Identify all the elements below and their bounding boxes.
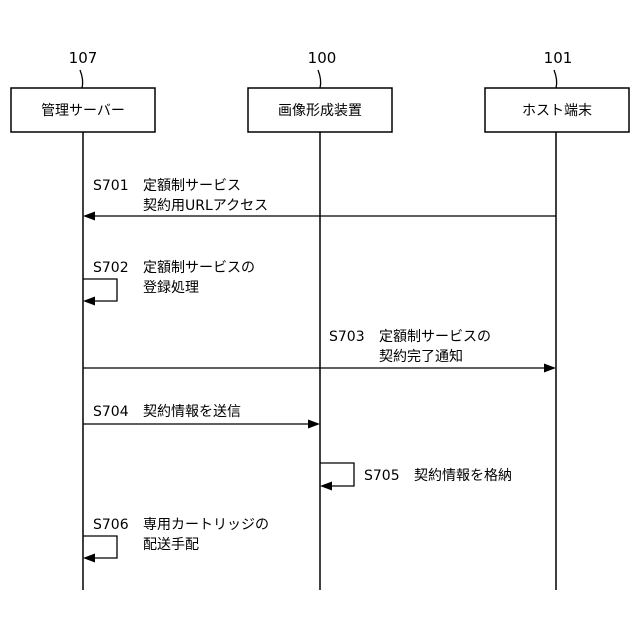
arrowhead-s701 — [83, 212, 95, 221]
step-id-s706: S706 — [93, 517, 129, 533]
participant-ref-101: 101 — [544, 49, 573, 67]
arrowhead-s706 — [83, 554, 95, 563]
participant-label-image-forming-apparatus: 画像形成装置 — [278, 103, 362, 119]
arrowhead-s702 — [83, 297, 95, 306]
step-id-s702: S702 — [93, 260, 129, 276]
self-arrow-s706 — [83, 536, 117, 558]
arrowhead-s703 — [544, 364, 556, 373]
step-text-s701-line2: 契約用URLアクセス — [143, 198, 268, 214]
participant-label-management-server: 管理サーバー — [41, 103, 125, 119]
participant-ref-107: 107 — [69, 49, 98, 67]
step-text-s705-line1: 契約情報を格納 — [414, 468, 512, 484]
step-text-s704-line1: 契約情報を送信 — [143, 404, 241, 420]
participant-ref-100: 100 — [308, 49, 337, 67]
arrowhead-s704 — [308, 420, 320, 429]
step-id-s703: S703 — [329, 329, 365, 345]
step-text-s706-line1: 専用カートリッジの — [143, 517, 269, 533]
step-text-s701-line1: 定額制サービス — [143, 178, 241, 194]
step-text-s702-line1: 定額制サービスの — [143, 260, 255, 276]
step-text-s703-line2: 契約完了通知 — [379, 348, 463, 365]
step-text-s706-line2: 配送手配 — [143, 537, 199, 553]
ref-leader-101 — [554, 70, 557, 88]
step-id-s705: S705 — [364, 468, 400, 484]
step-id-s701: S701 — [93, 178, 129, 194]
step-text-s702-line2: 登録処理 — [143, 280, 199, 296]
arrowhead-s705 — [320, 482, 332, 491]
self-arrow-s702 — [83, 279, 117, 301]
self-arrow-s705 — [320, 463, 354, 486]
ref-leader-100 — [318, 70, 321, 88]
step-text-s703-line1: 定額制サービスの — [379, 329, 491, 345]
ref-leader-107 — [80, 70, 83, 88]
participant-label-host-terminal: ホスト端末 — [522, 103, 592, 119]
step-id-s704: S704 — [93, 404, 129, 420]
